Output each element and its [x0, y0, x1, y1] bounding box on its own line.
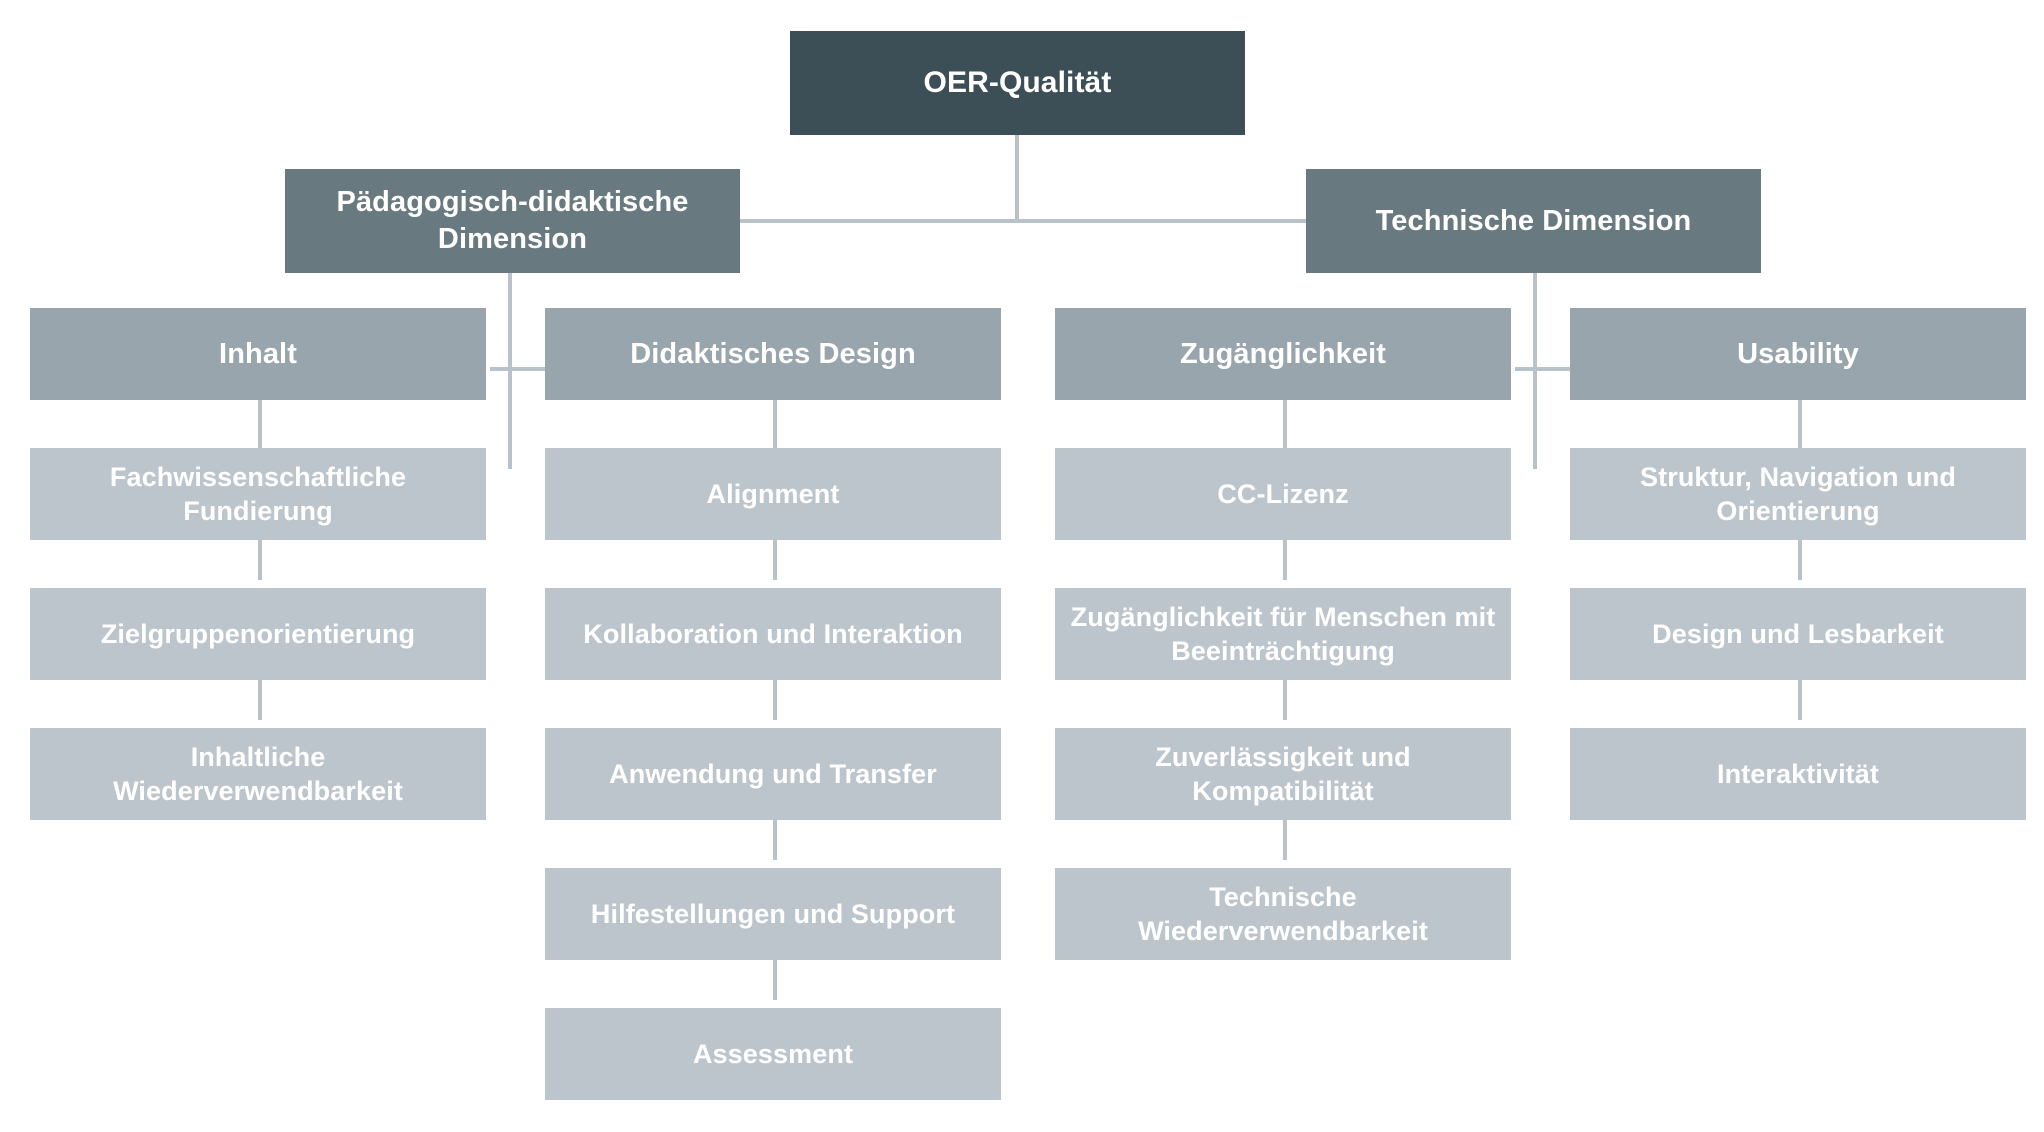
node-leaf-zuverlaessigkeit-und-kompatibilitaet[interactable]: Zuverlässigkeit und Kompatibilität: [1055, 728, 1511, 820]
node-category-usability[interactable]: Usability: [1570, 308, 2026, 400]
node-leaf-label: Anwendung und Transfer: [609, 758, 937, 789]
connector-col1-0: [258, 400, 262, 460]
node-category-didaktisches-design[interactable]: Didaktisches Design: [545, 308, 1001, 400]
connector-dim-right-down: [1533, 273, 1537, 469]
node-leaf-zugaenglichkeit-beeintraechtigung[interactable]: Zugänglichkeit für Menschen mit Beeinträ…: [1055, 588, 1511, 680]
connector-col4-1: [1798, 540, 1802, 580]
node-category-label: Inhalt: [219, 337, 297, 370]
connector-col1-1: [258, 540, 262, 580]
node-leaf-label: Hilfestellungen und Support: [590, 898, 956, 929]
connector-cat-spine-left: [490, 367, 546, 371]
node-leaf-label: Struktur, Navigation und Orientierung: [1640, 461, 1956, 526]
node-leaf-label: Alignment: [706, 478, 840, 509]
node-leaf-label: Fachwissenschaftliche Fundierung: [109, 461, 407, 526]
node-leaf-label: CC-Lizenz: [1217, 478, 1349, 509]
connector-col3-0: [1283, 400, 1287, 460]
node-dimension-label: Pädagogisch-didaktische Dimension: [336, 186, 689, 255]
node-leaf-label: Zugänglichkeit für Menschen mit Beeinträ…: [1070, 601, 1496, 666]
node-leaf-anwendung-und-transfer[interactable]: Anwendung und Transfer: [545, 728, 1001, 820]
node-category-label: Zugänglichkeit: [1179, 337, 1387, 370]
node-leaf-label: Design und Lesbarkeit: [1652, 618, 1944, 649]
node-leaf-interaktivitaet[interactable]: Interaktivität: [1570, 728, 2026, 820]
connector-col2-3: [773, 820, 777, 860]
connector-col3-1: [1283, 540, 1287, 580]
node-leaf-kollaboration-und-interaktion[interactable]: Kollaboration und Interaktion: [545, 588, 1001, 680]
connector-dimension-spine: [738, 219, 1308, 223]
node-category-inhalt[interactable]: Inhalt: [30, 308, 486, 400]
node-dimension-technisch[interactable]: Technische Dimension: [1306, 169, 1761, 273]
node-leaf-fachwissenschaftliche-fundierung[interactable]: Fachwissenschaftliche Fundierung: [30, 448, 486, 540]
node-leaf-label: Kollaboration und Interaktion: [583, 618, 963, 649]
connector-col3-2: [1283, 680, 1287, 720]
node-leaf-inhaltliche-wiederverwendbarkeit[interactable]: Inhaltliche Wiederverwendbarkeit: [30, 728, 486, 820]
node-category-zugaenglichkeit[interactable]: Zugänglichkeit: [1055, 308, 1511, 400]
connector-col2-4: [773, 960, 777, 1000]
node-leaf-alignment[interactable]: Alignment: [545, 448, 1001, 540]
connector-root-down: [1015, 135, 1019, 221]
node-root-label: OER-Qualität: [923, 66, 1112, 100]
node-category-label: Didaktisches Design: [630, 337, 916, 370]
connector-col2-0: [773, 400, 777, 460]
connector-dim-left-down: [508, 273, 512, 469]
connector-col4-0: [1798, 400, 1802, 460]
connector-col2-2: [773, 680, 777, 720]
connector-col2-1: [773, 540, 777, 580]
node-leaf-label: Zuverlässigkeit und Kompatibilität: [1155, 741, 1411, 806]
connector-col4-2: [1798, 680, 1802, 720]
node-leaf-label: Technische Wiederverwendbarkeit: [1138, 881, 1428, 946]
node-root-oer-qualitaet[interactable]: OER-Qualität: [790, 31, 1245, 135]
node-leaf-hilfestellungen-und-support[interactable]: Hilfestellungen und Support: [545, 868, 1001, 960]
node-dimension-label: Technische Dimension: [1375, 204, 1692, 237]
node-leaf-label: Interaktivität: [1717, 758, 1879, 789]
node-dimension-paedagogisch-didaktisch[interactable]: Pädagogisch-didaktische Dimension: [285, 169, 740, 273]
node-leaf-zielgruppenorientierung[interactable]: Zielgruppenorientierung: [30, 588, 486, 680]
node-leaf-label: Zielgruppenorientierung: [100, 618, 416, 649]
connector-col3-3: [1283, 820, 1287, 860]
node-leaf-cc-lizenz[interactable]: CC-Lizenz: [1055, 448, 1511, 540]
node-leaf-technische-wiederverwendbarkeit[interactable]: Technische Wiederverwendbarkeit: [1055, 868, 1511, 960]
node-leaf-assessment[interactable]: Assessment: [545, 1008, 1001, 1100]
node-leaf-struktur-navigation-orientierung[interactable]: Struktur, Navigation und Orientierung: [1570, 448, 2026, 540]
node-leaf-label: Inhaltliche Wiederverwendbarkeit: [113, 741, 403, 806]
connector-col1-2: [258, 680, 262, 720]
node-leaf-design-und-lesbarkeit[interactable]: Design und Lesbarkeit: [1570, 588, 2026, 680]
node-category-label: Usability: [1737, 337, 1859, 370]
connector-cat-spine-right: [1515, 367, 1571, 371]
node-leaf-label: Assessment: [692, 1038, 854, 1069]
